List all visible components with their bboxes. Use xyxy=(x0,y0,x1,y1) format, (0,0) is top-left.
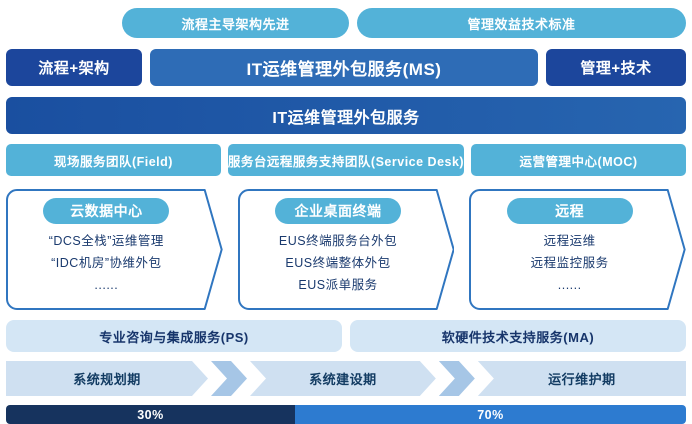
support-row: 专业咨询与集成服务(PS) 软硬件技术支持服务(MA) xyxy=(6,320,686,352)
timeline-row: 系统规划期 系统建设期 运行维护期 xyxy=(6,361,686,396)
service-item: “DCS全栈”运维管理 xyxy=(48,234,164,248)
service-item: EUS终端服务台外包 xyxy=(278,234,398,248)
service-item: EUS派单服务 xyxy=(298,278,378,292)
header-center-title: IT运维管理外包服务(MS) xyxy=(150,49,538,86)
service-box-desktop-terminal: 企业桌面终端 EUS终端服务台外包 EUS终端整体外包 EUS派单服务 xyxy=(237,189,455,310)
header-left-box: 流程+架构 xyxy=(6,49,142,86)
phase-planning: 系统规划期 xyxy=(6,361,208,396)
phase-operation: 运行维护期 xyxy=(477,361,686,396)
top-banner-row: 流程主导架构先进 管理效益技术标准 xyxy=(122,8,686,38)
proportion-bar: 30% 70% xyxy=(6,405,686,424)
header-right-box: 管理+技术 xyxy=(546,49,686,86)
service-boxes-row: 云数据中心 “DCS全栈”运维管理 “IDC机房”协维外包 ...... 企业桌… xyxy=(6,189,687,310)
proportion-right: 70% xyxy=(295,405,686,424)
service-item: “IDC机房”协维外包 xyxy=(51,256,162,270)
team-service-desk: 服务台远程服务支持团队(Service Desk) xyxy=(227,144,465,176)
chevron-separator-icon xyxy=(439,361,475,396)
phase-construction: 系统建设期 xyxy=(250,361,436,396)
team-moc: 运营管理中心(MOC) xyxy=(471,144,687,176)
banner-management-standard: 管理效益技术标准 xyxy=(357,8,686,38)
team-field: 现场服务团队(Field) xyxy=(6,144,221,176)
box-title: 企业桌面终端 xyxy=(275,198,401,224)
support-ps-bar: 专业咨询与集成服务(PS) xyxy=(6,320,342,352)
chevron-separator-icon xyxy=(211,361,247,396)
service-box-remote: 远程 远程运维 远程监控服务 ...... xyxy=(469,189,687,310)
service-item: EUS终端整体外包 xyxy=(285,256,391,270)
box-title: 远程 xyxy=(506,198,633,224)
service-item: 远程运维 xyxy=(543,234,596,248)
team-row: 现场服务团队(Field) 服务台远程服务支持团队(Service Desk) … xyxy=(6,144,687,176)
main-service-bar: IT运维管理外包服务 xyxy=(6,97,686,134)
service-item: ...... xyxy=(94,278,119,292)
support-ma-bar: 软硬件技术支持服务(MA) xyxy=(350,320,686,352)
service-item: ...... xyxy=(557,278,582,292)
box-title: 云数据中心 xyxy=(43,198,170,224)
header-row: 流程+架构 IT运维管理外包服务(MS) 管理+技术 xyxy=(6,49,686,86)
service-item: 远程监控服务 xyxy=(530,256,609,270)
banner-process-architecture: 流程主导架构先进 xyxy=(122,8,349,38)
service-box-cloud-datacenter: 云数据中心 “DCS全栈”运维管理 “IDC机房”协维外包 ...... xyxy=(6,189,223,310)
proportion-left: 30% xyxy=(6,405,295,424)
